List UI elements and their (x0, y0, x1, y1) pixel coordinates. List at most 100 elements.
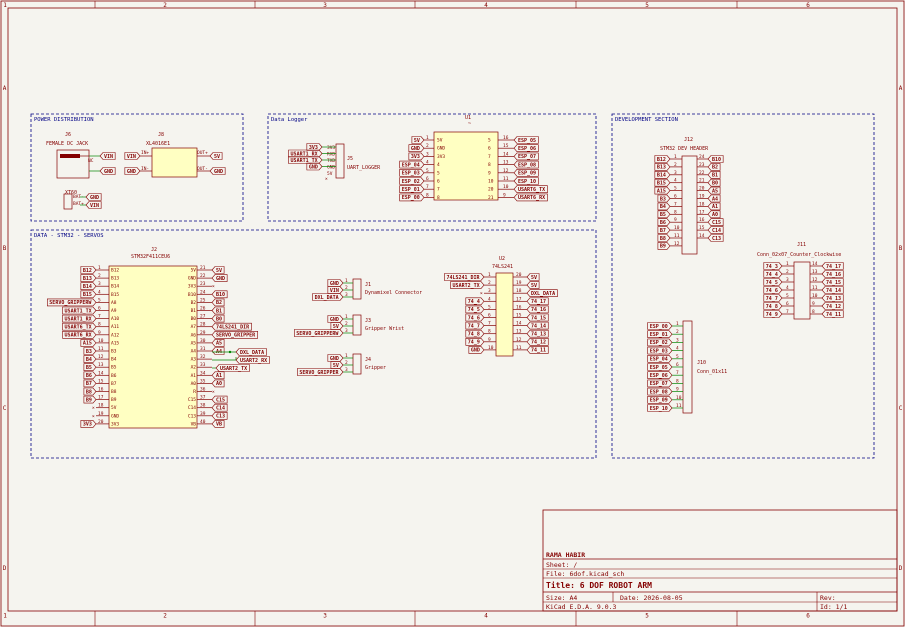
u2-rnum: 14 (516, 321, 522, 327)
j12-rnum: 20 (699, 186, 705, 192)
j11-right-5 (821, 302, 844, 310)
j11-rnum: 10 (812, 293, 818, 299)
u2-right-6 (526, 321, 549, 330)
j10-label-10 (647, 404, 673, 412)
u2-lnum: 2 (488, 280, 491, 286)
title-size: Size: A4 (546, 594, 577, 602)
j2-lpin: B13 (111, 276, 119, 282)
j2-right-label-13 (211, 371, 225, 380)
j12-left-1: B13 (657, 165, 666, 171)
j10-num: 1 (676, 321, 679, 327)
j12-right-10 (707, 234, 724, 242)
u1-right-label-7 (513, 193, 548, 202)
j11-rnum: 12 (812, 277, 818, 283)
u1-right-num: 11 (503, 176, 509, 182)
u2-lnum: 7 (488, 321, 491, 327)
j12-left-4: A15 (657, 188, 666, 194)
j2-rnum: 36 (200, 387, 206, 393)
j11-right-3 (821, 286, 844, 294)
j10-label-0: ESP_00 (650, 324, 668, 330)
j2-right-label-6 (211, 314, 225, 323)
j2-rnum: 40 (200, 419, 206, 425)
j3-label-1 (330, 322, 344, 330)
j12-body (681, 155, 698, 255)
j12-left-3 (654, 178, 671, 187)
j10-num: 2 (676, 329, 679, 335)
j10-label-6: ESP_06 (650, 373, 668, 379)
j2-usart2tx: USART2_TX (220, 366, 247, 372)
u2-right-9: 74_11 (531, 348, 546, 354)
j2-right-label-0 (211, 266, 225, 274)
j2-left-label-15 (83, 387, 97, 396)
section-data-title: DATA - STM32 - SERVOS (34, 233, 104, 239)
u2-nc: ✕ (480, 292, 483, 297)
j2-right-label-18: C13 (216, 414, 225, 420)
u1-left-num: 3 (426, 151, 429, 157)
j2-left-label-1: B13 (83, 276, 92, 282)
j2-rpin: C15 (188, 397, 196, 403)
frame-col-label: 5 (645, 613, 649, 620)
j12-left-0: B12 (657, 157, 666, 163)
j5-label-3: GND (309, 164, 318, 170)
u1-left-label-0: 5V (414, 138, 420, 144)
j10-label-3: ESP_03 (650, 348, 668, 354)
j2-lpin: B15 (111, 292, 119, 298)
j11-left-5: 74_8 (766, 304, 778, 310)
j10-label-4 (647, 354, 673, 363)
j12-right-1 (707, 163, 721, 171)
j12-left-5: B3 (660, 196, 666, 202)
u2-right-4 (526, 305, 549, 314)
j2-right-label-14 (211, 379, 225, 388)
j4-num: 1 (345, 353, 348, 359)
u2-right-8 (526, 337, 549, 346)
j11-left-4 (763, 294, 783, 302)
title-id: Id: 1/1 (820, 603, 847, 611)
j8-body (151, 147, 198, 178)
u1-left-label-2: 3V3 (411, 154, 420, 160)
j5-label-0: 3V3 (309, 145, 318, 151)
u1-right-pin: 21 (488, 195, 494, 201)
u2-left-0 (444, 273, 485, 281)
u1-right-pin: 7 (488, 154, 491, 160)
j2-left-label-3 (80, 290, 97, 299)
frame-row-label: C (899, 405, 903, 412)
u2-right-3: 74_17 (531, 299, 546, 305)
j2-rnum: 30 (200, 338, 206, 344)
j12-left-7 (657, 210, 671, 219)
j2-right-label-3 (211, 290, 228, 299)
j1-ref: J1 (365, 282, 371, 288)
j3-num: 3 (345, 328, 348, 334)
j2-lnum: 12 (98, 354, 104, 360)
j2-right-label-17 (211, 403, 228, 412)
j2-left-label-4: SERVO_GRIPPERW (49, 300, 92, 306)
j12-left-8 (657, 218, 671, 226)
j11-lnum: 4 (786, 285, 789, 291)
u2-right-4: 74_16 (531, 307, 546, 313)
j12-right-3: B0 (712, 181, 718, 187)
u1-left-label-5: ESP_02 (402, 179, 420, 185)
j2-rnum: 27 (200, 314, 206, 320)
u2-right-2 (526, 289, 558, 298)
u1-left-num: 6 (426, 176, 429, 182)
j2-rpin: A5 (191, 340, 197, 346)
j2-left-label-12: B5 (86, 365, 92, 371)
j2-right-label-17: C14 (216, 406, 225, 412)
frame-row-label: D (3, 565, 7, 572)
u1-right-num: 12 (503, 168, 509, 174)
j11-right-6: 74_11 (826, 312, 841, 318)
j12-lnum: 10 (674, 225, 680, 231)
u2-left-9: GND (471, 348, 480, 354)
j2-rpin: GND (188, 276, 196, 282)
j11-left-4: 74_7 (766, 296, 778, 302)
j11-left-0: 74_3 (766, 264, 778, 270)
j2-left-label-3: B15 (83, 292, 92, 298)
xt60-vin (85, 201, 102, 209)
j12-right-0: B10 (712, 157, 721, 163)
j2-lpin: A9 (111, 308, 117, 314)
j2-rpin: A4 (191, 349, 197, 355)
j2-right-label-18 (211, 411, 228, 420)
j2-lpin: B4 (111, 357, 117, 363)
j2-right-label-16 (211, 395, 228, 404)
j12-name: STM32 DEV HEADER (660, 146, 709, 152)
